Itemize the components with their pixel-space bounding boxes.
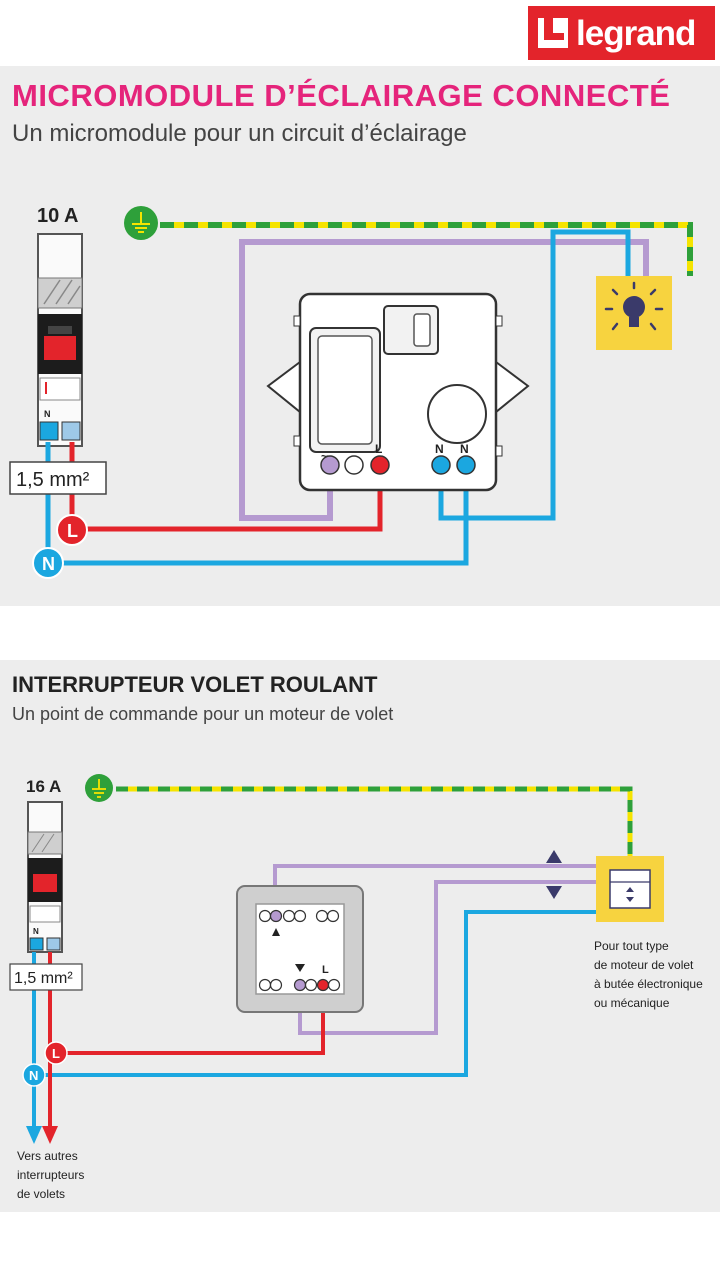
- switched-wire: [239, 239, 649, 521]
- breaker-rating-16a: 16 A: [26, 777, 61, 796]
- module-terminal-n1: N: [435, 442, 444, 456]
- arrow-up-icon: [546, 850, 562, 863]
- neutral-wire-motor: [32, 910, 596, 1077]
- terminal-live: [370, 455, 390, 475]
- breaker-terminal-label: N: [44, 409, 51, 419]
- breaker-terminal-16a: N: [33, 927, 39, 936]
- earth-wire-2: [85, 774, 633, 856]
- shutter-wiring-diagram: 16 A N: [9, 774, 703, 1201]
- shutter-switch: L: [236, 885, 364, 1013]
- motor-note-line-3: à butée électronique: [594, 977, 703, 991]
- motor-note-line-1: Pour tout type: [594, 939, 669, 953]
- light-load: [596, 276, 672, 350]
- terminal-neutral-1: [431, 455, 451, 475]
- section2-title: INTERRUPTEUR VOLET ROULANT: [12, 672, 378, 697]
- live-label-2: L: [52, 1046, 60, 1061]
- section1-title: MICROMODULE D’ÉCLAIRAGE CONNECTÉ: [12, 78, 671, 113]
- micromodule: ~ L N N: [266, 292, 530, 492]
- motor-note-line-2: de moteur de volet: [594, 958, 694, 972]
- terminal-unused: [344, 455, 364, 475]
- neutral-wire-load: [438, 229, 631, 521]
- shutter-motor: [596, 856, 664, 922]
- outlet-note-line-3: de volets: [17, 1187, 65, 1201]
- outlet-note-line-2: interrupteurs: [17, 1168, 84, 1182]
- terminal-up: [269, 909, 283, 923]
- live-wire-2: [48, 952, 325, 1055]
- neutral-wire-supply: [45, 442, 469, 566]
- section2-subtitle: Un point de commande pour un moteur de v…: [12, 704, 394, 724]
- lighting-wiring-diagram: 10 A N: [9, 205, 693, 579]
- terminal-down: [293, 978, 307, 992]
- terminal-neutral-2: [456, 455, 476, 475]
- shutter-switch-panel: INTERRUPTEUR VOLET ROULANT Un point de c…: [0, 660, 720, 1212]
- switch-terminal-l: L: [322, 964, 329, 976]
- live-arrow-icon: [42, 1126, 58, 1144]
- legrand-logo-icon: [538, 18, 568, 48]
- shutter-motor-icon: [609, 869, 651, 909]
- breaker-rating: 10 A: [37, 205, 79, 227]
- earth-symbol-icon: [92, 779, 106, 798]
- motor-note-line-4: ou mécanique: [594, 996, 670, 1010]
- live-label: L: [67, 521, 78, 541]
- neutral-label-2: N: [29, 1068, 38, 1083]
- module-terminal-l: L: [375, 442, 382, 456]
- section1-subtitle: Un micromodule pour un circuit d’éclaira…: [12, 120, 467, 147]
- wire-gauge-label: 1,5 mm²: [16, 469, 90, 491]
- circuit-breaker-16a: 16 A N: [26, 777, 63, 953]
- logo-text: legrand: [576, 13, 696, 53]
- svg-text:~: ~: [321, 449, 328, 463]
- arrow-down-icon: [546, 886, 562, 899]
- down-wire: [298, 880, 596, 1035]
- terminal-live-2: [316, 978, 330, 992]
- circuit-breaker: 10 A N: [37, 205, 83, 447]
- legrand-logo: legrand: [528, 6, 715, 60]
- outlet-note-line-1: Vers autres: [17, 1149, 78, 1163]
- neutral-arrow-icon: [26, 1126, 42, 1144]
- earth-wire: [124, 206, 693, 276]
- earth-symbol-icon: [132, 212, 150, 233]
- lightbulb-icon: [604, 281, 664, 331]
- module-terminal-n2: N: [460, 442, 469, 456]
- neutral-label: N: [42, 554, 55, 574]
- terminal-switched: [320, 455, 340, 475]
- lighting-micromodule-panel: MICROMODULE D’ÉCLAIRAGE CONNECTÉ Un micr…: [0, 66, 720, 606]
- wire-gauge-label-2: 1,5 mm²: [14, 970, 73, 987]
